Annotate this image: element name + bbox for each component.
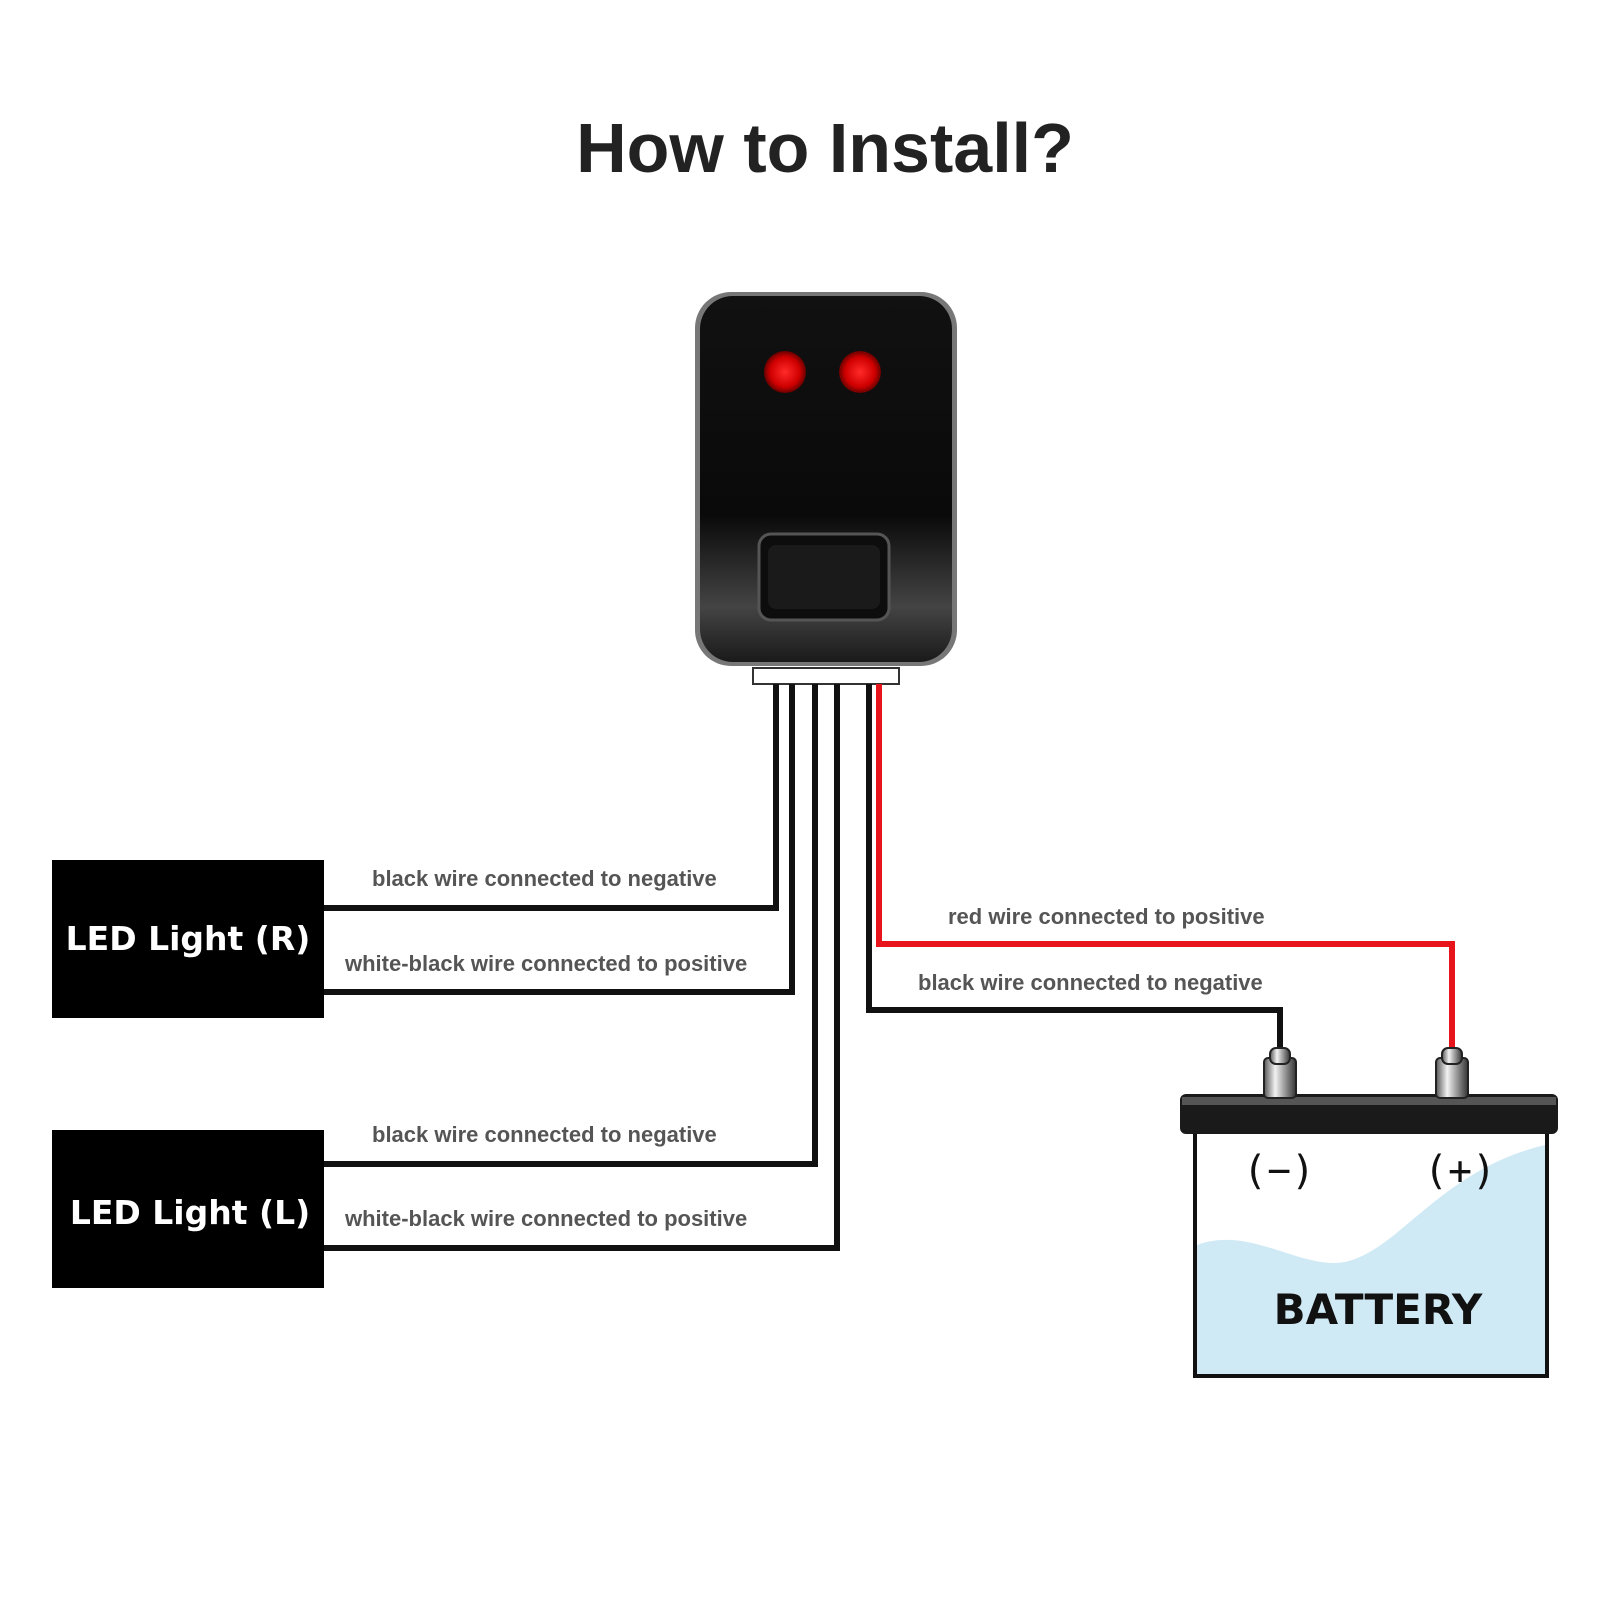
wire-l-positive <box>324 684 840 1251</box>
led-light-left: LED Light (L) <box>52 1130 324 1288</box>
negative-terminal-label: (−) <box>1243 1148 1315 1194</box>
switch-button-face <box>768 545 880 609</box>
label-battery-negative: black wire connected to negative <box>918 970 1263 995</box>
indicator-led-right <box>839 351 881 393</box>
wire-battery-positive <box>876 684 1455 1050</box>
label-battery-positive: red wire connected to positive <box>948 904 1265 929</box>
battery-liquid <box>1197 1145 1545 1374</box>
positive-terminal-cap <box>1441 1047 1463 1065</box>
led-light-right-box <box>52 860 324 1018</box>
label-l-positive: white-black wire connected to positive <box>344 1206 747 1231</box>
wires <box>324 684 1455 1251</box>
battery-label: BATTERY <box>1274 1285 1483 1334</box>
page-title: How to Install? <box>576 109 1074 187</box>
wire-r-negative <box>324 684 779 911</box>
wire-r-positive <box>324 684 795 995</box>
rocker-switch <box>695 292 957 685</box>
wire-battery-negative <box>866 684 1283 1050</box>
led-light-right-label: LED Light (R) <box>66 919 311 958</box>
wire-l-negative <box>324 684 818 1167</box>
indicator-led-left <box>764 351 806 393</box>
led-light-right: LED Light (R) <box>52 860 324 1018</box>
led-light-left-box <box>52 1130 324 1288</box>
label-r-negative: black wire connected to negative <box>372 866 717 891</box>
positive-terminal-label: (+) <box>1424 1148 1496 1194</box>
label-l-negative: black wire connected to negative <box>372 1122 717 1147</box>
negative-terminal-cap <box>1269 1047 1291 1065</box>
switch-connector <box>752 667 900 685</box>
led-light-left-label: LED Light (L) <box>70 1193 310 1232</box>
label-r-positive: white-black wire connected to positive <box>344 951 747 976</box>
battery-lid-highlight <box>1182 1097 1556 1105</box>
battery: (−) (+) BATTERY <box>1180 1047 1558 1378</box>
